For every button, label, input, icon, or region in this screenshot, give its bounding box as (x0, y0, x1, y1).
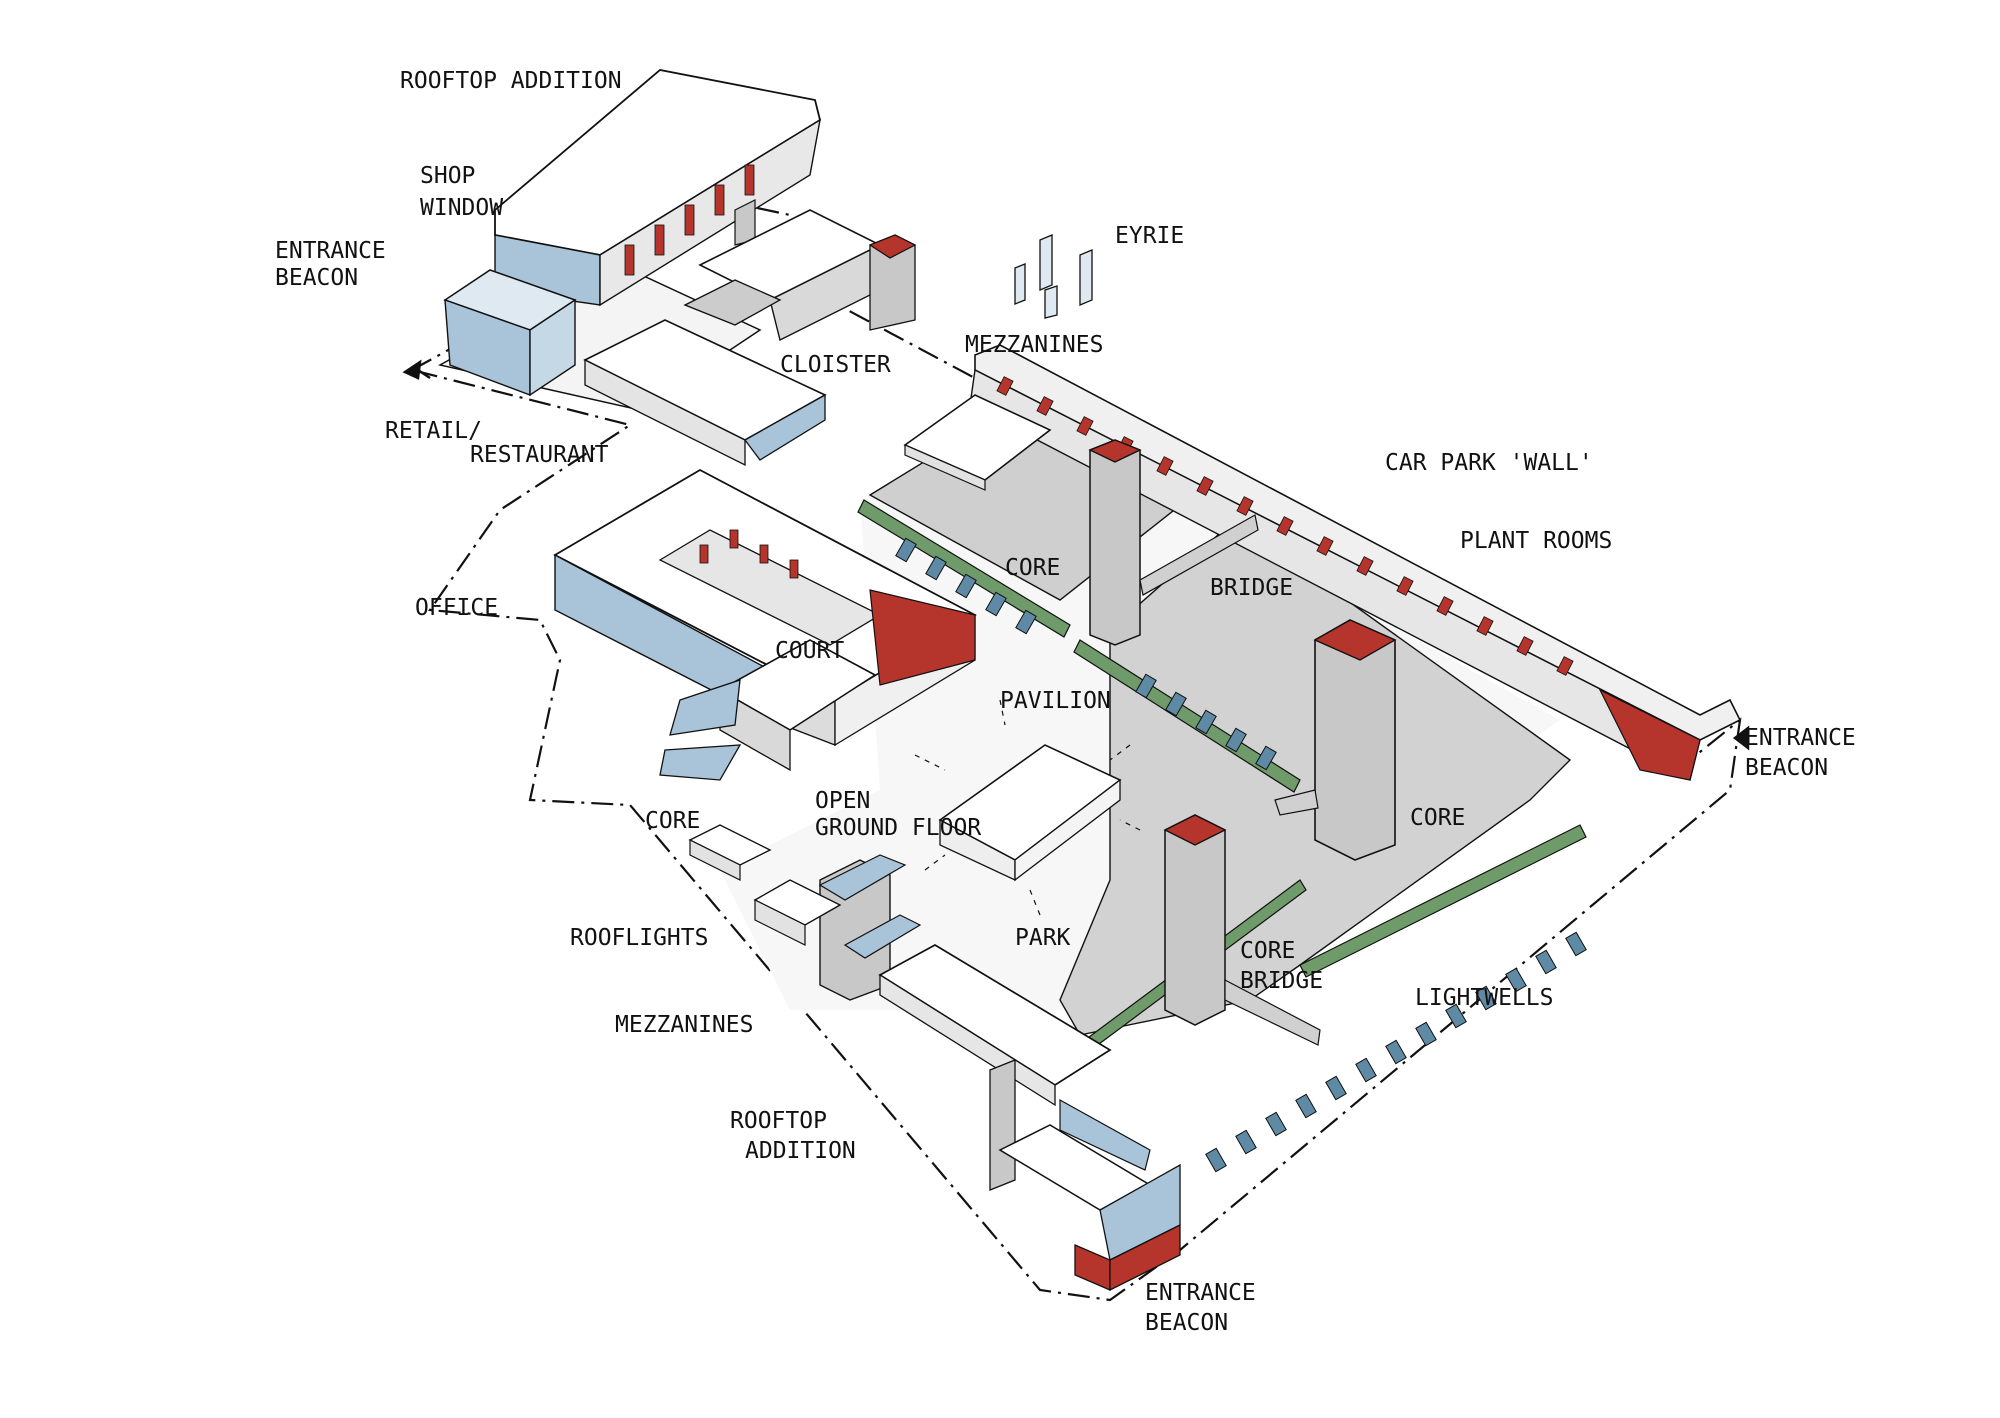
label-retail: RETAIL/ (385, 418, 482, 444)
core-upper (1088, 439, 1259, 646)
entrance-beacon-s (1074, 1223, 1181, 1292)
core-right (1274, 619, 1397, 861)
label-office: OFFICE (415, 595, 498, 621)
label-entrance-beacon-e-1: ENTRANCE (1745, 725, 1856, 751)
label-open-ground-floor-2: GROUND FLOOR (815, 815, 981, 841)
rooflight-blocks (688, 824, 922, 959)
pavilion (914, 699, 1141, 916)
label-entrance-beacon-nw-2: BEACON (275, 265, 358, 291)
label-bridge-lower: BRIDGE (1240, 968, 1323, 994)
label-bridge-upper: BRIDGE (1210, 575, 1293, 601)
entrance-beacon-nw (443, 269, 577, 397)
label-car-park-wall: CAR PARK 'WALL' (1385, 450, 1593, 476)
label-cloister: CLOISTER (780, 352, 891, 378)
label-eyrie: EYRIE (1115, 223, 1184, 249)
eyrie (1014, 234, 1093, 319)
label-core-lower: CORE (1240, 938, 1295, 964)
label-open-ground-floor-1: OPEN (815, 788, 870, 814)
label-mezzanines-top: MEZZANINES (965, 332, 1103, 358)
label-shop-window-2: WINDOW (420, 195, 503, 221)
label-entrance-beacon-s-1: ENTRANCE (1145, 1280, 1256, 1306)
core-lower (1163, 814, 1321, 1046)
label-lightwells: LIGHTWELLS (1415, 985, 1553, 1011)
label-mezzanines-bottom: MEZZANINES (615, 1012, 753, 1038)
entrance-arrows (402, 359, 1750, 751)
retail-restaurant (583, 319, 827, 467)
label-pavilion: PAVILION (1000, 688, 1111, 714)
label-rooftop-addition-bottom-1: ROOFTOP (730, 1108, 827, 1134)
annotation-labels: ROOFTOP ADDITION SHOP WINDOW ENTRANCE BE… (275, 68, 1856, 1336)
label-core-upper: CORE (1005, 555, 1060, 581)
label-plant-rooms: PLANT ROOMS (1460, 528, 1612, 554)
label-shop-window-1: SHOP (420, 163, 475, 189)
label-court: COURT (775, 638, 844, 664)
label-rooftop-addition-bottom-2: ADDITION (745, 1138, 856, 1164)
label-entrance-beacon-s-2: BEACON (1145, 1310, 1228, 1336)
label-rooftop-addition-top: ROOFTOP ADDITION (400, 68, 622, 94)
label-rooflights: ROOFLIGHTS (570, 925, 708, 951)
rooftop-addition-sw (878, 944, 1181, 1261)
cloister (683, 209, 917, 342)
label-entrance-beacon-nw-1: ENTRANCE (275, 238, 386, 264)
lightwell-windows (895, 537, 1587, 1173)
mezzanine-block-top (903, 394, 1052, 491)
label-park: PARK (1015, 925, 1071, 951)
label-core-right: CORE (1410, 805, 1465, 831)
label-restaurant: RESTAURANT (470, 442, 609, 468)
label-core-west: CORE (645, 808, 700, 834)
court-block (659, 639, 877, 781)
label-entrance-beacon-e-2: BEACON (1745, 755, 1828, 781)
